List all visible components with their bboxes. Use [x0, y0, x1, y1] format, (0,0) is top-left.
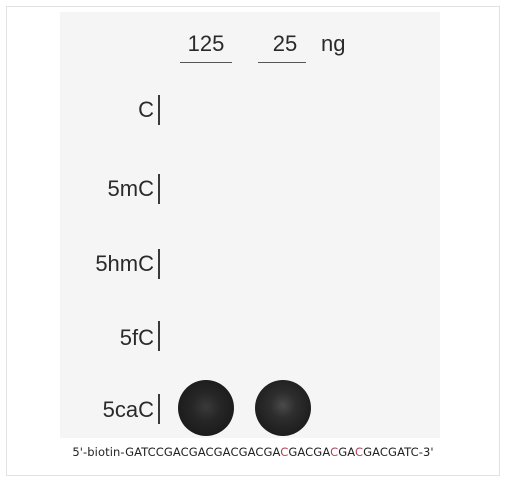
row-tick-5hmc: [158, 249, 160, 279]
sequence-modified-c-3: C: [355, 445, 364, 459]
column-underline-125: [180, 62, 232, 63]
row-label-5fc: 5fC: [119, 325, 154, 350]
sequence-prefix: 5'-biotin-GATCCGACGACGACGACGA: [72, 445, 281, 459]
row-label-c: C: [138, 97, 154, 122]
probe-sequence: 5'-biotin-GATCCGACGACGACGACGACGACGACGACG…: [0, 445, 506, 459]
sequence-modified-c-2: C: [330, 445, 339, 459]
sequence-suffix: GACGATC-3': [363, 445, 434, 459]
row-label-5hmc: 5hmC: [95, 251, 154, 276]
row-tick-5cac: [158, 394, 160, 424]
figure-frame: [6, 6, 500, 476]
blot-membrane: [60, 12, 440, 438]
row-label-5mc: 5mC: [107, 176, 154, 201]
signal-dot-5cac-125: [178, 380, 234, 436]
row-tick-5mc: [158, 174, 160, 204]
sequence-modified-c-1: C: [280, 445, 289, 459]
unit-label: ng: [321, 31, 346, 56]
row-tick-5fc: [158, 321, 160, 351]
sequence-mid-2: GA: [338, 445, 356, 459]
column-label-125: 125: [187, 31, 225, 56]
signal-dot-5cac-25: [255, 380, 311, 436]
column-label-25: 25: [272, 31, 298, 56]
row-tick-c: [158, 95, 160, 125]
column-underline-25: [258, 62, 306, 63]
sequence-mid-1: GACGA: [288, 445, 331, 459]
row-label-5cac: 5caC: [102, 397, 154, 422]
